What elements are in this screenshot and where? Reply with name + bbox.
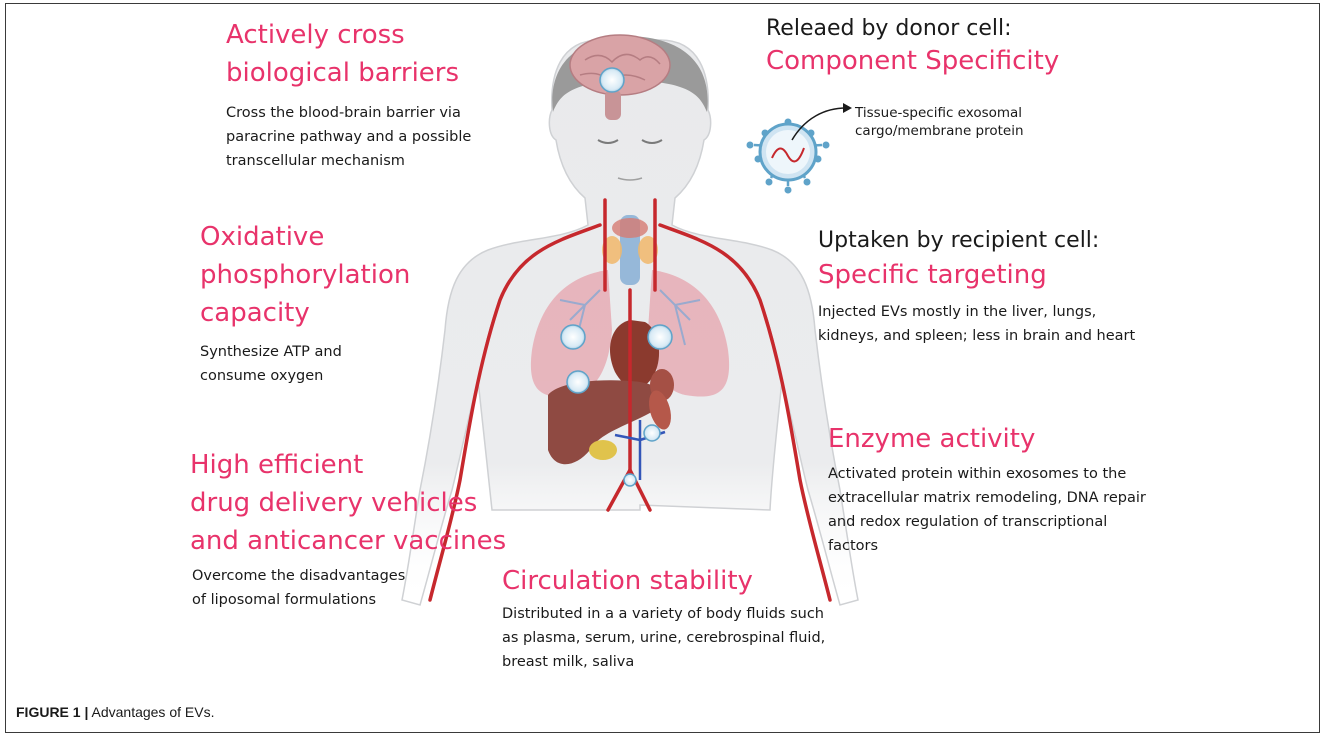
barriers-desc-line-1: Cross the blood-brain barrier via (226, 105, 461, 121)
callout-arrowhead (843, 103, 852, 113)
recipient-desc-line-2: kidneys, and spleen; less in brain and h… (818, 328, 1136, 344)
barriers-desc-line-3: transcellular mechanism (226, 153, 405, 169)
recipient-title: Specific targeting (818, 260, 1047, 290)
drug-delivery-title-line-3: and anticancer vaccines (190, 526, 507, 556)
circulation-desc-line-2: as plasma, serum, urine, cerebrospinal f… (502, 630, 826, 646)
oxidative-title-line-1: Oxidative (200, 222, 325, 252)
circulation-desc-line-1: Distributed in a a variety of body fluid… (502, 606, 824, 622)
enzyme-description: Activated protein within exosomes to the… (828, 462, 1146, 558)
oxidative-description: Synthesize ATP and consume oxygen (200, 340, 342, 388)
callout-arrow (791, 107, 847, 141)
drug-delivery-title-line-2: drug delivery vehicles (190, 488, 478, 518)
figure-label: FIGURE 1 | (16, 704, 89, 720)
exosome-callout: Tissue-specific exosomal cargo/membrane … (855, 104, 1024, 140)
blood-vessels (428, 198, 832, 602)
drug-delivery-title-line-1: High efficient (190, 450, 364, 480)
circulation-title: Circulation stability (502, 566, 753, 596)
recipient-description: Injected EVs mostly in the liver, lungs,… (818, 300, 1135, 348)
heart (610, 320, 660, 389)
circulation-description: Distributed in a a variety of body fluid… (502, 602, 825, 674)
circulation-desc-line-3: breast milk, saliva (502, 654, 635, 670)
drug-delivery-desc-line-2: of liposomal formulations (192, 592, 377, 608)
enzyme-desc-line-4: factors (828, 538, 879, 554)
barriers-desc-line-2: paracrine pathway and a possible (226, 129, 472, 145)
oxidative-desc-line-1: Synthesize ATP and (200, 344, 342, 360)
enzyme-desc-line-2: extracellular matrix remodeling, DNA rep… (828, 490, 1146, 506)
donor-lead: Releaed by donor cell: (766, 16, 1012, 41)
figure-caption-text: Advantages of EVs. (88, 704, 215, 720)
oxidative-title: Oxidative phosphorylation capacity (200, 218, 410, 332)
barriers-description: Cross the blood-brain barrier via paracr… (226, 101, 471, 173)
exosome-diagram (746, 118, 830, 194)
donor-title: Component Specificity (766, 46, 1060, 76)
drug-delivery-desc-line-1: Overcome the disadvantages (192, 568, 406, 584)
recipient-desc-line-1: Injected EVs mostly in the liver, lungs, (818, 304, 1097, 320)
oxidative-title-line-2: phosphorylation (200, 260, 411, 290)
figure-caption: FIGURE 1 | Advantages of EVs. (16, 704, 214, 720)
body-vesicles (560, 67, 673, 487)
drug-delivery-description: Overcome the disadvantages of liposomal … (192, 564, 405, 612)
drug-delivery-title: High efficient drug delivery vehicles an… (190, 446, 506, 560)
enzyme-desc-line-3: and redox regulation of transcriptional (828, 514, 1108, 530)
exosome-callout-line-1: Tissue-specific exosomal (855, 105, 1023, 121)
recipient-lead: Uptaken by recipient cell: (818, 228, 1100, 253)
barriers-title: Actively cross biological barriers (226, 16, 459, 92)
oxidative-title-line-3: capacity (200, 298, 310, 328)
exosome-callout-line-2: cargo/membrane protein (855, 123, 1024, 139)
brain (569, 34, 671, 120)
enzyme-title: Enzyme activity (828, 424, 1036, 454)
liver-kidneys (548, 369, 674, 465)
oxidative-desc-line-2: consume oxygen (200, 368, 324, 384)
enzyme-desc-line-1: Activated protein within exosomes to the (828, 466, 1127, 482)
barriers-title-line-2: biological barriers (226, 58, 460, 88)
figure-frame (5, 3, 1320, 733)
airway (602, 215, 658, 285)
barriers-title-line-1: Actively cross (226, 20, 405, 50)
